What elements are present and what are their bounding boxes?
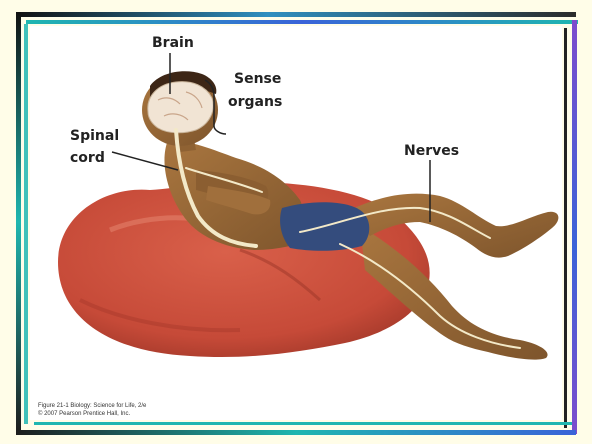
spinal-cord-label-line2: cord <box>70 150 105 166</box>
brain-label: Brain <box>152 35 194 51</box>
frame-bottom-bar <box>16 430 576 435</box>
frame-bottom-bar-inner <box>34 422 572 425</box>
spinal-cord-label-line1: Spinal <box>70 128 119 144</box>
frame-left-bar-inner <box>24 24 28 424</box>
frame-top-bar-inner <box>26 20 578 24</box>
frame-left-bar <box>16 12 21 432</box>
frame-right-bar <box>572 20 577 434</box>
frame-top-bar <box>16 12 576 17</box>
frame-right-bar-inner <box>564 28 567 428</box>
figure-caption-line2: © 2007 Pearson Prentice Hall, Inc. <box>38 410 130 417</box>
nerves-label: Nerves <box>404 143 459 159</box>
sense-organs-label-line2: organs <box>228 94 282 110</box>
sense-organs-label-line1: Sense <box>234 71 281 87</box>
brain-illustration <box>148 82 213 133</box>
figure-caption-line1: Figure 21-1 Biology: Science for Life, 2… <box>38 403 147 409</box>
